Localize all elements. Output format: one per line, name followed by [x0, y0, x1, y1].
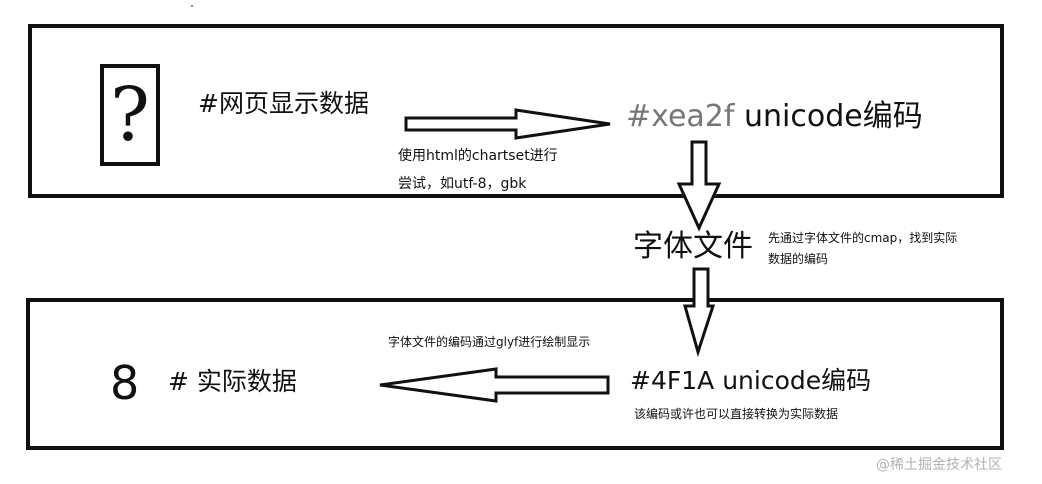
codepoint-label: #xea2f unicode编码: [626, 99, 923, 135]
arrow-down-icon: [676, 140, 722, 232]
bottom-box: [26, 298, 1004, 450]
codepoint-prefix: #xea2f: [626, 99, 735, 134]
convert-note: 该编码或许也可以直接转换为实际数据: [634, 407, 839, 421]
cmap-note-line2: 数据的编码: [768, 252, 829, 266]
page-display-label: #网页显示数据: [198, 89, 369, 118]
rendered-glyph: 8: [110, 356, 140, 410]
arrow-left-icon: [379, 367, 610, 403]
watermark: @稀土掘金技术社区: [876, 457, 1002, 473]
stray-dot: [191, 5, 193, 7]
arrow-right-icon: [404, 108, 611, 140]
actual-codepoint-label: #4F1A unicode编码: [630, 366, 872, 395]
unknown-glyph: ?: [110, 72, 150, 158]
font-file-label: 字体文件: [633, 229, 753, 264]
unknown-glyph-box: ?: [100, 64, 160, 166]
actual-data-label: # 实际数据: [168, 367, 297, 396]
codepoint-suffix: unicode编码: [734, 99, 923, 134]
glyf-note: 字体文件的编码通过glyf进行绘制显示: [388, 335, 591, 349]
arrow-down-icon-2: [683, 267, 716, 358]
charset-note-line2: 尝试，如utf-8，gbk: [398, 176, 527, 192]
cmap-note-line1: 先通过字体文件的cmap，找到实际: [768, 231, 958, 245]
charset-note-line1: 使用html的chartset进行: [398, 148, 558, 164]
